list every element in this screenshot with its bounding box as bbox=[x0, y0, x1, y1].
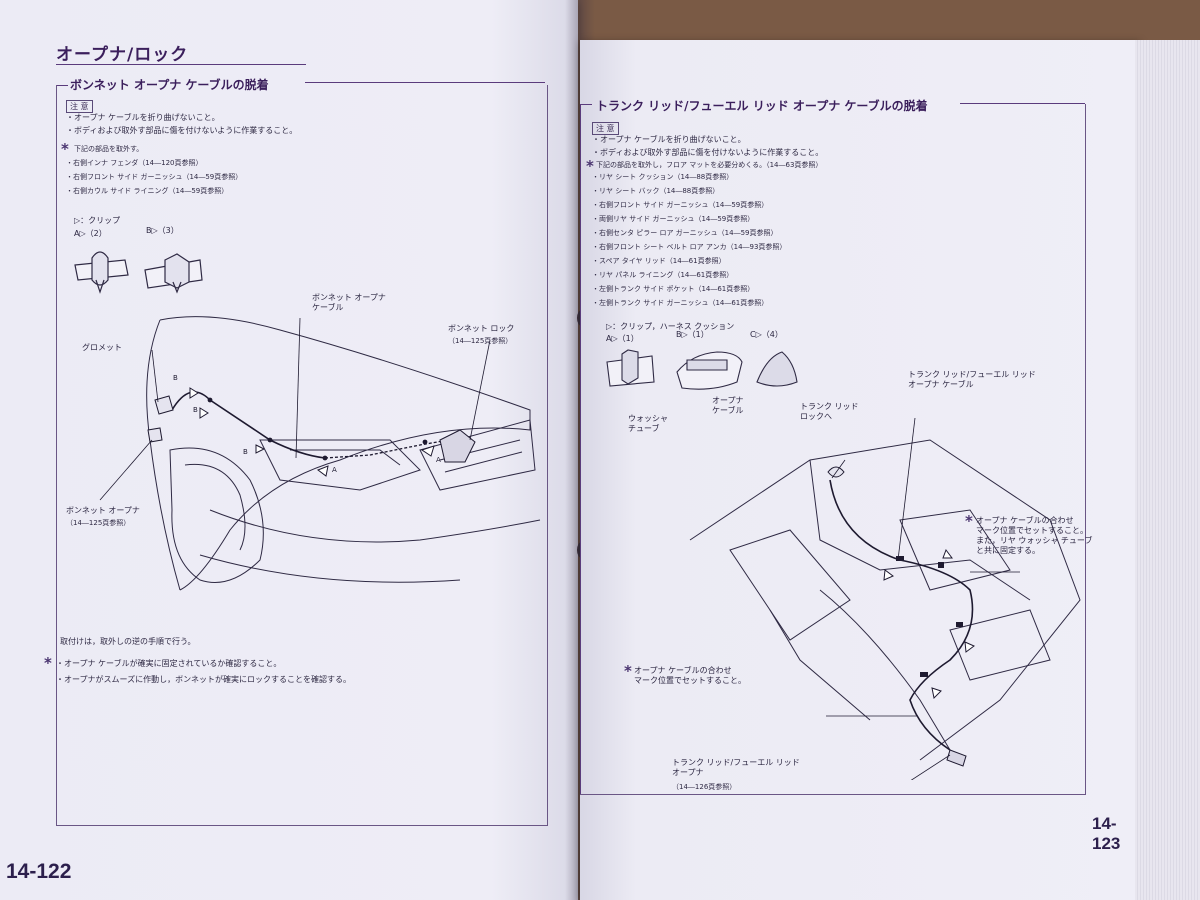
caution-label: 注 意 bbox=[592, 122, 619, 135]
rule-left bbox=[56, 85, 68, 86]
page-number: 14-122 bbox=[6, 860, 72, 883]
opener-cable-callout: ボンネット オープナ ケーブル bbox=[312, 293, 386, 312]
title-rule bbox=[56, 64, 306, 65]
section-heading: トランク リッド/フューエル リッド オープナ ケーブルの脱着 bbox=[596, 99, 928, 113]
remove-item: ・右側フロント サイド ガーニッシュ（14―59頁参照） bbox=[66, 173, 243, 181]
mark-note-top: オープナ ケーブルの合わせ マーク位置でセットすること。 また，リヤ ウォッシャ… bbox=[976, 516, 1093, 555]
remove-item: ・右側フロント サイド ガーニッシュ（14―59頁参照） bbox=[592, 201, 769, 209]
remove-item: ・リヤ シート バック（14―88頁参照） bbox=[592, 187, 720, 195]
svg-text:B: B bbox=[243, 448, 248, 456]
asterisk-icon: * bbox=[965, 512, 973, 530]
remove-intro: 下記の部品を取外し，フロア マットを必要分めくる。（14―63頁参照） bbox=[596, 161, 823, 169]
install-note: ・オープナがスムーズに作動し，ボンネットが確実にロックすることを確認する。 bbox=[56, 675, 351, 684]
trunk-lock-callout: トランク リッド ロックへ bbox=[800, 402, 859, 421]
page-stack-edge bbox=[1135, 40, 1200, 900]
section-frame bbox=[56, 85, 548, 826]
opener-ref-bottom: （14―126頁参照） bbox=[672, 783, 737, 791]
clip-a-label: A▷（1） bbox=[606, 334, 639, 343]
hood-lock-ref: （14―125頁参照） bbox=[448, 337, 513, 345]
rule-right bbox=[305, 82, 545, 83]
page-number: 14-123 bbox=[1092, 814, 1121, 853]
page-title: オープナ/ロック bbox=[56, 45, 189, 65]
clip-legend: ▷：クリップ，ハーネス クッション bbox=[606, 322, 735, 331]
clip-c-label: C▷（4） bbox=[750, 330, 783, 339]
remove-item: ・右側センタ ピラー ロア ガーニッシュ（14―59頁参照） bbox=[592, 229, 778, 237]
remove-item: ・スペア タイヤ リッド（14―61頁参照） bbox=[592, 257, 726, 265]
caution-label: 注 意 bbox=[66, 100, 93, 113]
left-page: オープナ/ロック ボンネット オープナ ケーブルの脱着 注 意 ・オープナ ケー… bbox=[0, 0, 578, 900]
asterisk-icon: * bbox=[44, 654, 52, 672]
washer-tube-callout: ウォッシャ チューブ bbox=[628, 414, 668, 433]
remove-item: ・リヤ パネル ライニング（14―61頁参照） bbox=[592, 271, 734, 279]
rule-left bbox=[580, 104, 592, 105]
hood-opener-ref: （14―125頁参照） bbox=[66, 519, 131, 527]
clip-illustration bbox=[74, 251, 203, 294]
svg-text:A: A bbox=[332, 466, 337, 474]
remove-item: ・左側トランク サイド ポケット（14―61頁参照） bbox=[592, 285, 755, 293]
trunk-cable-diagram bbox=[689, 417, 1081, 780]
frame-left bbox=[580, 104, 581, 794]
rule-right bbox=[960, 103, 1085, 104]
clip-illustration bbox=[606, 349, 798, 390]
section-frame bbox=[580, 104, 1086, 795]
install-note: ・オープナ ケーブルが確実に固定されているか確認すること。 bbox=[56, 659, 282, 668]
hood-cable-diagram: B B B A A bbox=[99, 316, 541, 591]
hood-opener-callout: ボンネット オープナ bbox=[66, 506, 140, 515]
caution-note: ・オープナ ケーブルを折り曲げないこと。 bbox=[592, 135, 746, 144]
install-instruction: 取付けは，取外しの逆の手順で行う。 bbox=[60, 637, 196, 646]
remove-item: ・両側リヤ サイド ガーニッシュ（14―59頁参照） bbox=[592, 215, 755, 223]
clip-legend: ▷：クリップ bbox=[74, 216, 121, 225]
clip-b-label: B▷（1） bbox=[676, 330, 709, 339]
opener-cable-callout: オープナ ケーブル bbox=[712, 396, 744, 415]
mark-note-bottom: オープナ ケーブルの合わせ マーク位置でセットすること。 bbox=[634, 666, 746, 685]
right-page: トランク リッド/フューエル リッド オープナ ケーブルの脱着 注 意 ・オープ… bbox=[580, 40, 1140, 900]
caution-note: ・オープナ ケーブルを折り曲げないこと。 bbox=[66, 113, 220, 122]
cable-callout-top: トランク リッド/フューエル リッド オープナ ケーブル bbox=[908, 370, 1036, 389]
asterisk-icon: * bbox=[586, 157, 594, 175]
remove-item: ・右側インナ フェンダ（14―120頁参照） bbox=[66, 159, 203, 167]
remove-item: ・左側トランク サイド ガーニッシュ（14―61頁参照） bbox=[592, 299, 769, 307]
section-heading: ボンネット オープナ ケーブルの脱着 bbox=[70, 78, 269, 92]
remove-item: ・リヤ シート クッション（14―88頁参照） bbox=[592, 173, 734, 181]
clip-b-label: B▷（3） bbox=[146, 226, 179, 235]
remove-intro: 下記の部品を取外す。 bbox=[74, 145, 144, 153]
caution-note: ・ボディおよび取外す部品に傷を付けないように作業すること。 bbox=[592, 148, 824, 157]
svg-text:B: B bbox=[193, 406, 198, 414]
opener-callout-bottom: トランク リッド/フューエル リッド オープナ bbox=[672, 758, 800, 777]
remove-item: ・右側フロント シート ベルト ロア アンカ（14―93頁参照） bbox=[592, 243, 787, 251]
hood-lock-callout: ボンネット ロック bbox=[448, 324, 515, 333]
asterisk-icon: * bbox=[61, 140, 69, 158]
caution-note: ・ボディおよび取外す部品に傷を付けないように作業すること。 bbox=[66, 126, 298, 135]
asterisk-icon: * bbox=[624, 662, 632, 680]
remove-item: ・右側カウル サイド ライニング（14―59頁参照） bbox=[66, 187, 229, 195]
svg-text:A: A bbox=[436, 456, 441, 464]
clip-a-label: A▷（2） bbox=[74, 229, 107, 238]
grommet-callout: グロメット bbox=[82, 343, 122, 352]
svg-text:B: B bbox=[173, 374, 178, 382]
